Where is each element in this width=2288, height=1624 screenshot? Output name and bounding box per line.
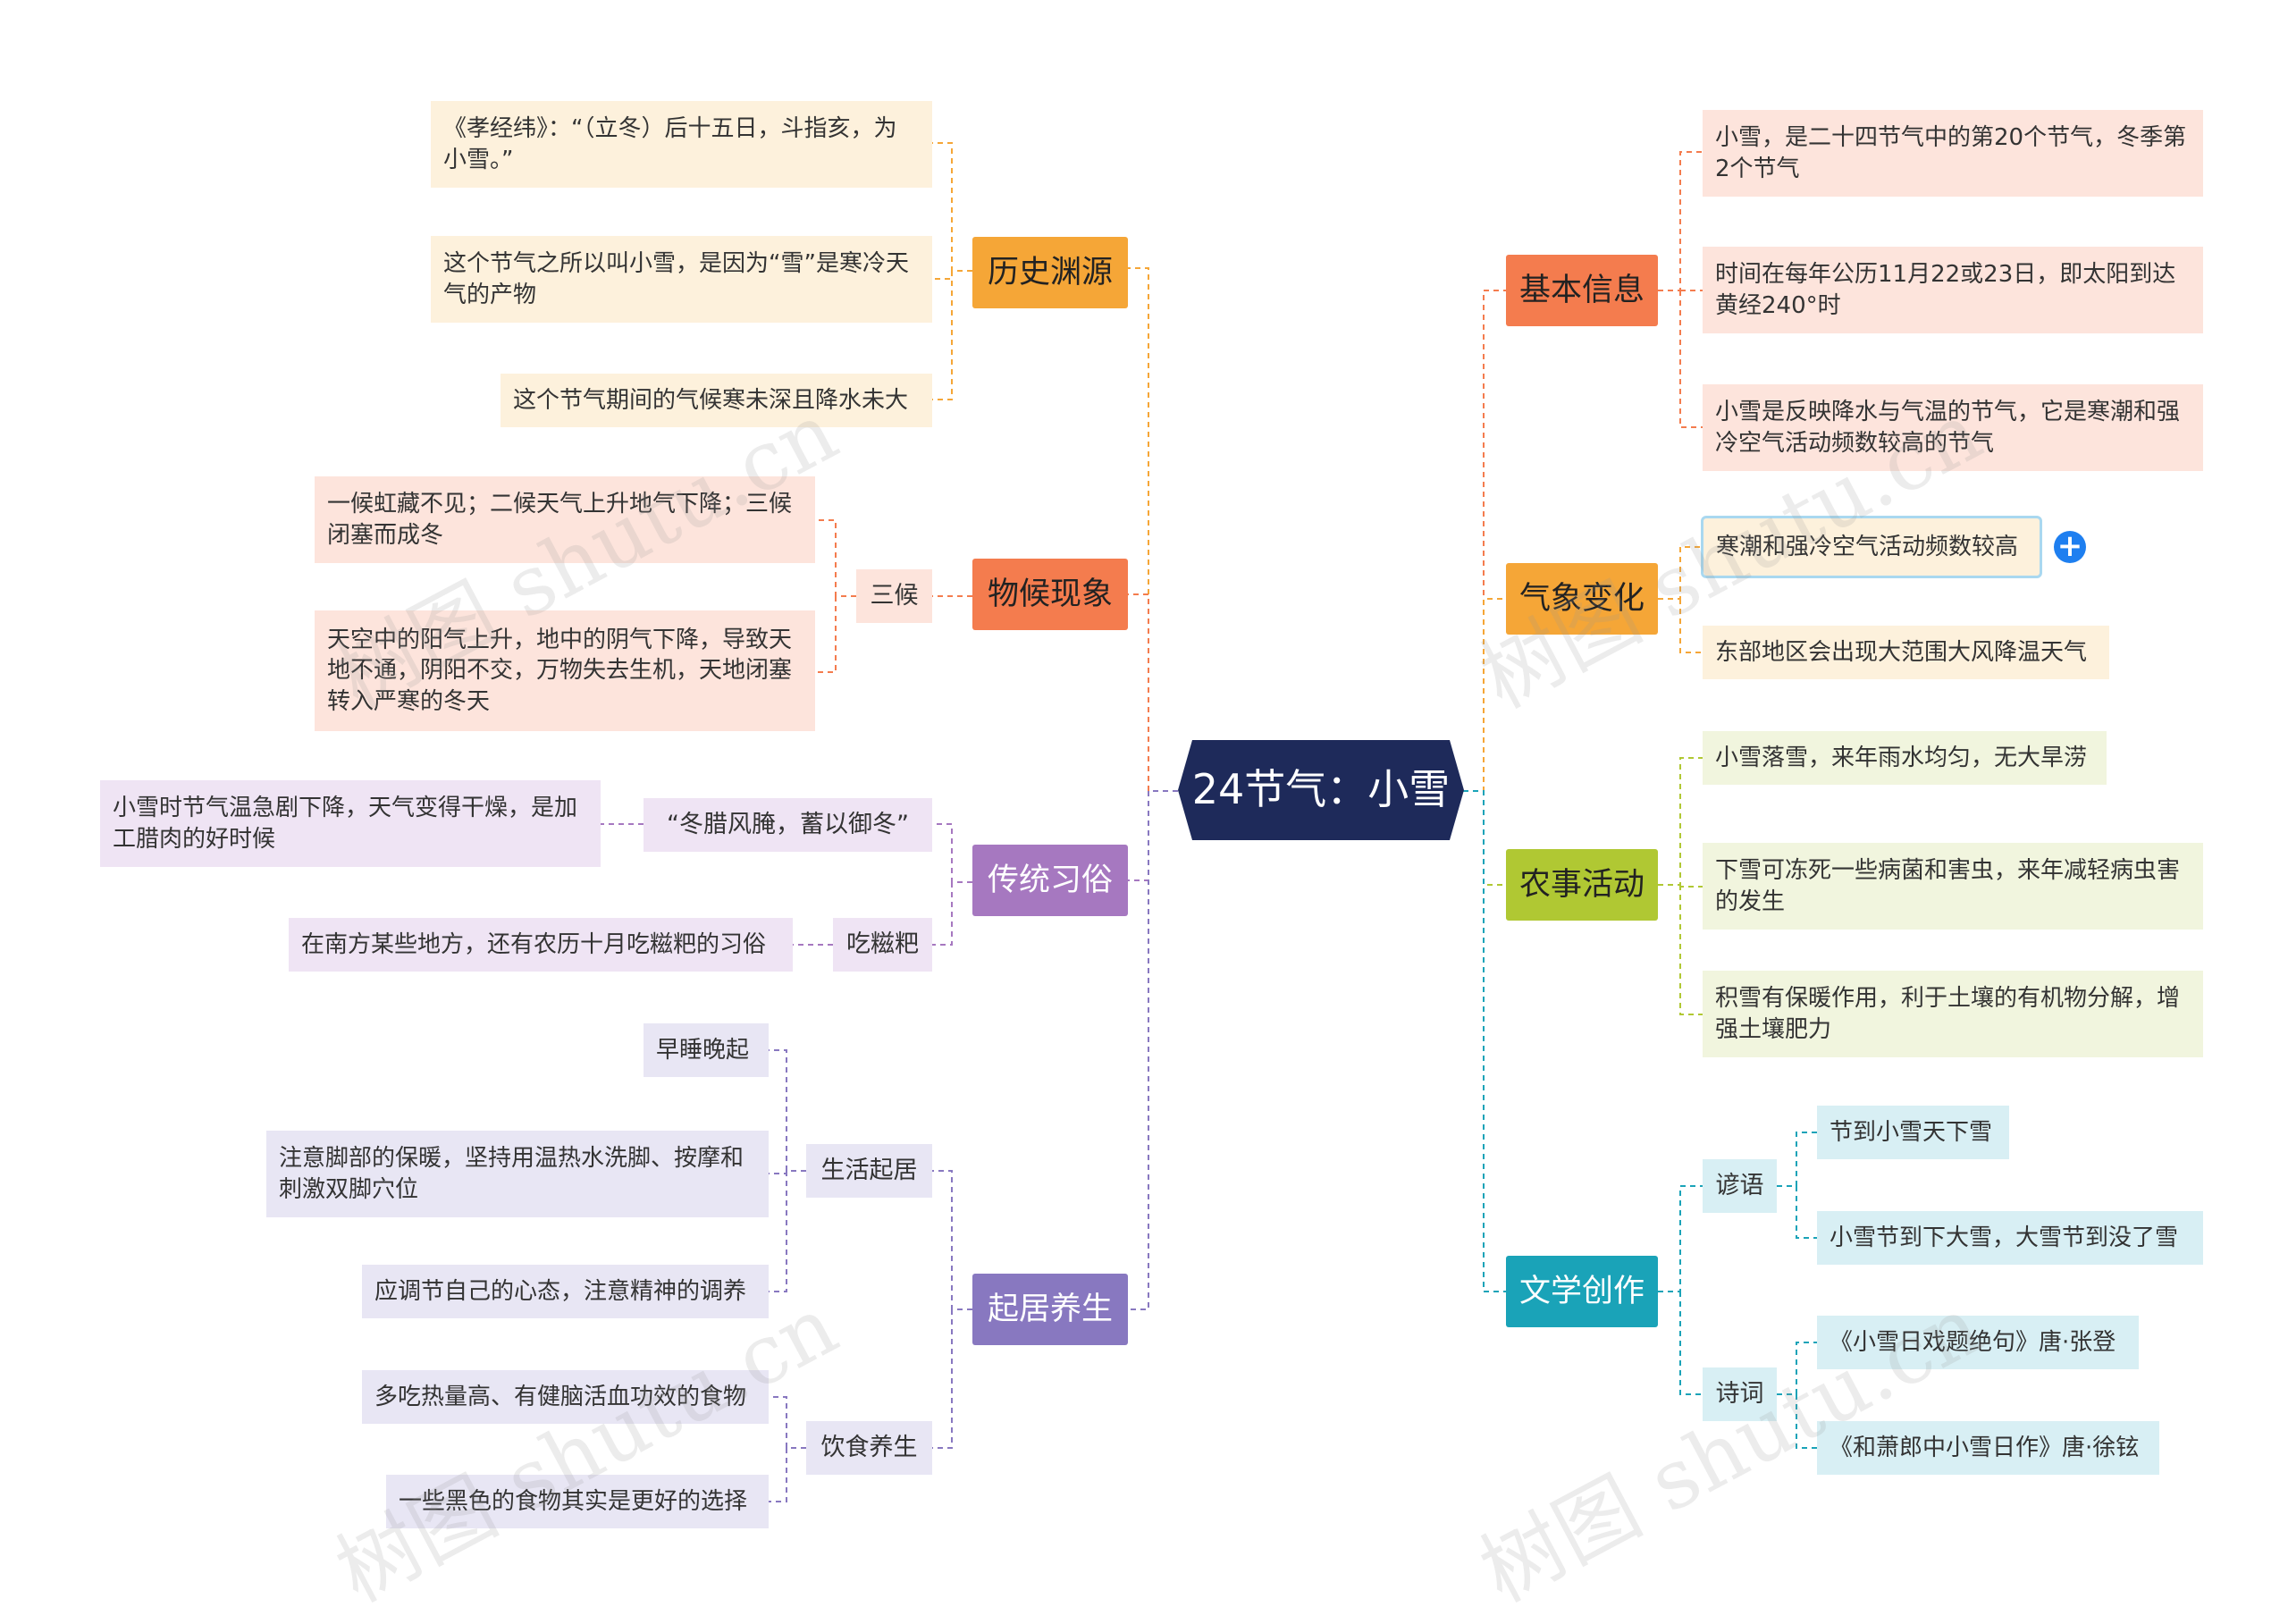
branch-customs[interactable]: 传统习俗 xyxy=(972,845,1128,916)
phenology-sub-three-stages[interactable]: 三候 xyxy=(856,569,932,623)
phenology-leaf-1[interactable]: 一候虹藏不见；二候天气上升地气下降；三候闭塞而成冬 xyxy=(315,476,815,563)
branch-literature[interactable]: 文学创作 xyxy=(1506,1256,1658,1327)
expand-plus-icon[interactable]: + xyxy=(2054,531,2086,563)
health-leaf-feet[interactable]: 注意脚部的保暖，坚持用温热水洗脚、按摩和刺激双脚穴位 xyxy=(266,1131,769,1217)
basic-leaf-3[interactable]: 小雪是反映降水与气温的节气，它是寒潮和强冷空气活动频数较高的节气 xyxy=(1703,384,2203,471)
history-leaf-1[interactable]: 《孝经纬》：“（立冬）后十五日，斗指亥，为小雪。” xyxy=(431,101,932,188)
health-leaf-mind[interactable]: 应调节自己的心态，注意精神的调养 xyxy=(362,1265,769,1318)
farming-leaf-2[interactable]: 下雪可冻死一些病菌和害虫，来年减轻病虫害的发生 xyxy=(1703,843,2203,930)
weather-leaf-1[interactable]: 寒潮和强冷空气活动频数较高 xyxy=(1701,516,2042,578)
poem-leaf-2[interactable]: 《和萧郎中小雪日作》唐·徐铉 xyxy=(1817,1421,2159,1475)
weather-leaf-2[interactable]: 东部地区会出现大范围大风降温天气 xyxy=(1703,626,2109,679)
root-topic[interactable]: 24节气：小雪 xyxy=(1178,740,1464,840)
customs-leaf-cured-meat[interactable]: 小雪时节气温急剧下降，天气变得干燥，是加工腊肉的好时候 xyxy=(100,780,601,867)
proverb-leaf-1[interactable]: 节到小雪天下雪 xyxy=(1817,1106,2009,1159)
history-leaf-3[interactable]: 这个节气期间的气候寒未深且降水未大 xyxy=(500,374,932,427)
root-topic-label: 24节气：小雪 xyxy=(1191,765,1451,814)
health-leaf-sleep[interactable]: 早睡晚起 xyxy=(644,1023,769,1077)
branch-phenology[interactable]: 物候现象 xyxy=(972,559,1128,630)
branch-weather[interactable]: 气象变化 xyxy=(1506,563,1658,635)
customs-sub-cured-meat[interactable]: “冬腊风腌，蓄以御冬” xyxy=(644,798,932,852)
health-leaf-food-2[interactable]: 一些黑色的食物其实是更好的选择 xyxy=(386,1475,769,1528)
farming-leaf-3[interactable]: 积雪有保暖作用，利于土壤的有机物分解，增强土壤肥力 xyxy=(1703,971,2203,1057)
branch-basic-info[interactable]: 基本信息 xyxy=(1506,255,1658,326)
branch-history[interactable]: 历史渊源 xyxy=(972,237,1128,308)
poem-leaf-1[interactable]: 《小雪日戏题绝句》唐·张登 xyxy=(1817,1316,2139,1369)
phenology-leaf-2[interactable]: 天空中的阳气上升，地中的阴气下降，导致天地不通，阴阳不交，万物失去生机，天地闭塞… xyxy=(315,610,815,731)
customs-sub-ciba[interactable]: 吃糍粑 xyxy=(833,918,932,972)
farming-leaf-1[interactable]: 小雪落雪，来年雨水均匀，无大旱涝 xyxy=(1703,731,2107,785)
literature-sub-proverbs[interactable]: 谚语 xyxy=(1703,1159,1777,1213)
proverb-leaf-2[interactable]: 小雪节到下大雪，大雪节到没了雪 xyxy=(1817,1211,2203,1265)
history-leaf-2[interactable]: 这个节气之所以叫小雪，是因为“雪”是寒冷天气的产物 xyxy=(431,236,932,323)
branch-health[interactable]: 起居养生 xyxy=(972,1274,1128,1345)
basic-leaf-1[interactable]: 小雪，是二十四节气中的第20个节气，冬季第2个节气 xyxy=(1703,110,2203,197)
health-sub-daily-life[interactable]: 生活起居 xyxy=(806,1144,932,1198)
literature-sub-poems[interactable]: 诗词 xyxy=(1703,1367,1777,1421)
health-leaf-food-1[interactable]: 多吃热量高、有健脑活血功效的食物 xyxy=(362,1370,769,1424)
basic-leaf-2[interactable]: 时间在每年公历11月22或23日，即太阳到达黄经240°时 xyxy=(1703,247,2203,333)
health-sub-diet[interactable]: 饮食养生 xyxy=(806,1421,932,1475)
branch-farming[interactable]: 农事活动 xyxy=(1506,849,1658,921)
customs-leaf-ciba[interactable]: 在南方某些地方，还有农历十月吃糍粑的习俗 xyxy=(289,918,793,972)
